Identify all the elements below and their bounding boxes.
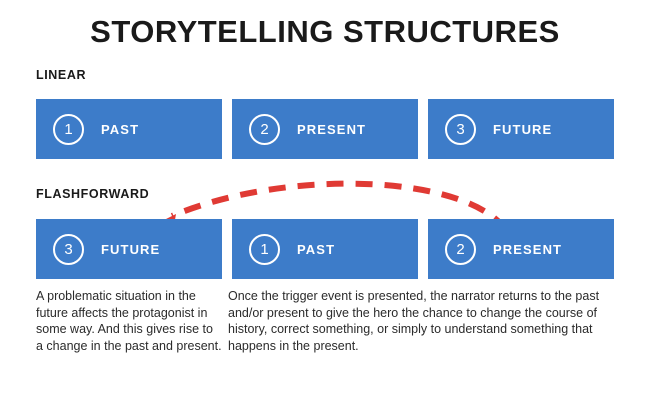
linear-row: 1 PAST 2 PRESENT 3 FUTURE (36, 99, 614, 159)
card-number-badge: 2 (249, 113, 280, 145)
card-linear-2[interactable]: 2 PRESENT (232, 99, 418, 159)
card-number-badge: 3 (445, 113, 476, 145)
card-number-badge: 1 (53, 113, 84, 145)
card-label: PRESENT (297, 121, 367, 137)
card-flash-1[interactable]: 3 FUTURE (36, 219, 222, 279)
flashforward-row: 3 FUTURE 1 PAST 2 PRESENT (36, 219, 614, 279)
section-label-flashforward: FLASHFORWARD (36, 187, 150, 201)
card-label: PRESENT (493, 241, 563, 257)
section-label-linear: LINEAR (36, 68, 87, 82)
card-flash-2[interactable]: 1 PAST (232, 219, 418, 279)
card-linear-3[interactable]: 3 FUTURE (428, 99, 614, 159)
card-label: PAST (101, 121, 140, 137)
card-number-badge: 3 (53, 233, 84, 265)
card-label: PAST (297, 241, 336, 257)
card-number-badge: 1 (249, 233, 280, 265)
card-linear-1[interactable]: 1 PAST (36, 99, 222, 159)
description-right: Once the trigger event is presented, the… (228, 289, 600, 353)
card-flash-3[interactable]: 2 PRESENT (428, 219, 614, 279)
description-left: A problematic situation in the future af… (36, 289, 222, 353)
card-number-badge: 2 (445, 233, 476, 265)
card-label: FUTURE (101, 241, 161, 257)
card-label: FUTURE (493, 121, 553, 137)
page-title: STORYTELLING STRUCTURES (90, 14, 560, 49)
